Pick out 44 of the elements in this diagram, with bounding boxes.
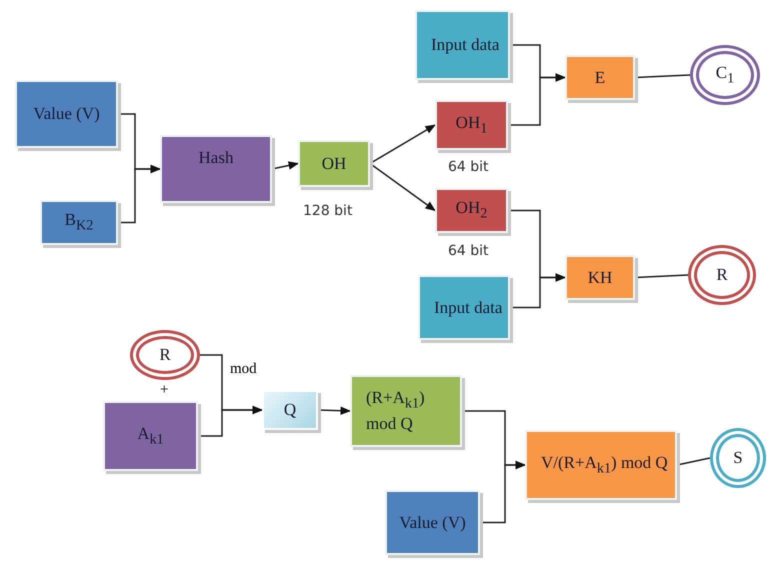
node-label: B$_{K2}$ [64,209,94,236]
node-label: S [732,447,744,469]
operator-label: mod [230,362,257,377]
process-box [415,10,510,80]
process-box [435,188,508,233]
process-box [385,490,480,555]
node-label: Input data [430,34,500,56]
node-label: C$_{1}$ [714,62,736,88]
node-label: A$_{k1}$ [136,422,165,450]
bit-size-label: 64 bit [448,244,489,258]
process-box [40,200,118,245]
node-label: OH [320,152,348,174]
node-label: Hash [198,147,234,168]
arrow [198,406,264,437]
operator-label: + [160,383,168,398]
node-label: E [594,66,606,88]
node-label: OH$_{2}$ [454,197,488,224]
arrow [118,164,162,224]
arrow [480,460,526,524]
arrow [508,73,566,126]
node-label: KH [586,266,614,288]
node-label: Value (V) [398,512,467,534]
process-box [525,430,677,500]
process-box [103,401,198,471]
node-label: Q [282,399,298,421]
bit-size-label: 128 bit [303,204,352,218]
process-box [298,140,370,187]
bit-size-label: 64 bit [448,160,489,174]
process-box [262,390,318,430]
process-box [565,255,635,300]
node-label: R [158,344,172,366]
node-label: Value (V) [32,103,101,125]
process-box [15,80,118,148]
process-box [418,275,510,340]
node-label: R [715,264,729,286]
process-box [350,375,462,447]
node-label: Input data [433,296,504,318]
node-label: V/(R+A$_{k1}$) mod Q [540,452,669,478]
arrow [510,273,566,308]
process-box [160,135,272,203]
process-box [435,100,508,150]
node-label: OH$_{1}$ [454,112,488,138]
node-label: (R+A$_{k1}$) mod Q [365,387,426,435]
process-box [565,55,635,100]
